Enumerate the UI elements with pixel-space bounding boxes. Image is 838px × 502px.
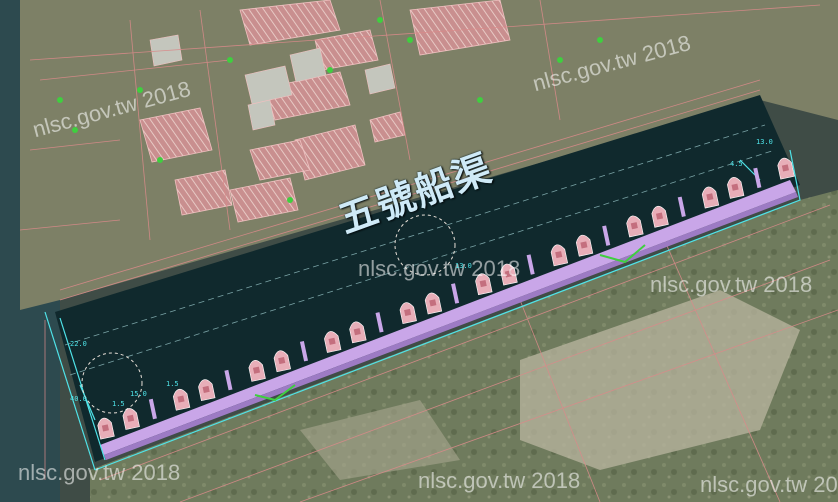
dimension-label: 40.0	[70, 395, 87, 403]
grey-roofs	[149, 34, 396, 131]
urban-area	[20, 0, 838, 310]
sandy-patch-2	[300, 400, 460, 480]
dimension-label: 22.0	[70, 340, 87, 348]
mooring-post	[526, 254, 535, 275]
canal-water	[55, 95, 800, 462]
boat	[399, 302, 417, 324]
dimension-label: 13.0	[756, 138, 773, 146]
boat	[97, 417, 115, 440]
boat	[550, 244, 569, 267]
boat	[273, 350, 291, 373]
dimension-label: 15.0	[130, 390, 147, 398]
watermark: nlsc.gov.tw 2018	[700, 472, 838, 497]
sandy-patch	[520, 290, 800, 470]
boat	[727, 177, 745, 199]
dock-pier	[100, 180, 796, 455]
vegetation-markers	[57, 17, 603, 203]
boat	[500, 263, 518, 286]
boat	[248, 360, 266, 382]
boat	[349, 321, 367, 344]
boat	[701, 186, 720, 209]
boat	[424, 292, 443, 315]
dimension-label: 1.5	[166, 380, 179, 388]
mooring-post	[148, 398, 157, 420]
boat	[777, 157, 795, 180]
dimension-label: 4.5	[730, 160, 743, 168]
mooring-post	[753, 167, 762, 189]
boat	[651, 206, 669, 228]
mooring-post	[299, 341, 309, 362]
cadastral-lines	[19, 0, 838, 502]
boat	[172, 388, 191, 411]
dock-outline	[44, 149, 801, 471]
buildings	[139, 0, 511, 223]
mooring-post	[602, 225, 611, 246]
mooring-post	[375, 312, 384, 333]
mooring-posts	[148, 167, 762, 420]
boat	[626, 215, 644, 238]
watermark: nlsc.gov.tw 2018	[418, 468, 581, 493]
boat	[122, 408, 140, 430]
mooring-post	[677, 196, 686, 217]
dimension-label: 1.5	[112, 400, 125, 408]
mooring-post	[451, 283, 460, 304]
watermark: nlsc.gov.tw 2018	[358, 256, 521, 281]
boats	[97, 157, 795, 440]
watermark: nlsc.gov.tw 2018	[18, 460, 181, 485]
boat	[475, 273, 493, 296]
dimension-label: 13.0	[455, 262, 472, 270]
turning-circles	[81, 214, 456, 414]
dock-pier-edge	[104, 192, 798, 460]
boat	[324, 331, 342, 353]
green-markers	[254, 244, 646, 402]
mooring-post	[224, 369, 233, 391]
boat	[198, 379, 216, 402]
boat	[575, 234, 594, 257]
channel-lines	[64, 124, 776, 376]
watermark: nlsc.gov.tw 2018	[650, 272, 813, 297]
